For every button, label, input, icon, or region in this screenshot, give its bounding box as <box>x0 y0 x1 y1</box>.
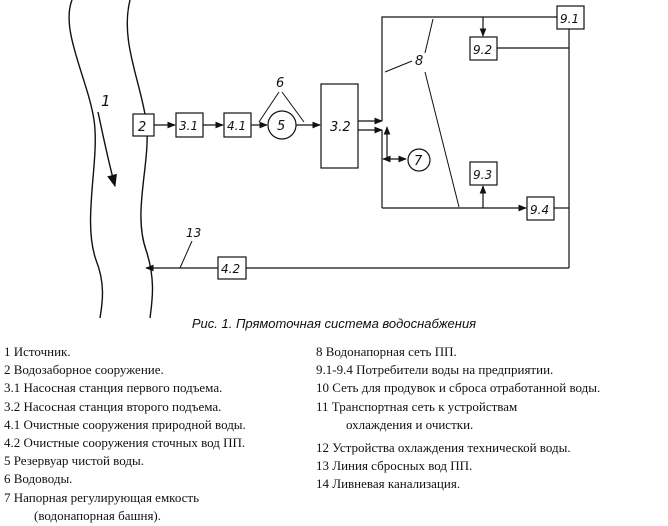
legend-item-text: 4.2 Очистные сооружения сточных вод ПП. <box>4 435 246 451</box>
legend-item: 3.1 Насосная станция первого подъема. <box>4 379 304 397</box>
leader-8-a <box>384 60 413 73</box>
legend-item-text: 3.1 Насосная станция первого подъема. <box>4 380 223 396</box>
label-pump-station-2: 3.2 <box>330 120 351 135</box>
label-treatment-wastewater: 4.2 <box>221 262 240 276</box>
river-bank-left <box>68 0 104 319</box>
leader-6-b <box>281 91 305 123</box>
legend-left: 1 Источник. 2 Водозаборное сооружение. 3.1… <box>4 343 304 525</box>
label-consumer-9-1: 9.1 <box>560 12 579 26</box>
node-pump-station-1 <box>175 112 204 138</box>
legend-item-text: 7 Напорная регулирующая емкость <box>4 489 200 505</box>
river-flow-arrow <box>97 111 117 188</box>
legend-item: 9.1-9.4 Потребители воды на предприятии. <box>316 361 666 379</box>
legend-item: 4.2 Очистные сооружения сточных вод ПП. <box>4 434 304 452</box>
legend-item-text: 14 Ливневая канализация. <box>316 476 461 492</box>
legend-item-text: 6 Водоводы. <box>4 471 73 487</box>
legend-item-text: 12 Устройства охлаждения технической вод… <box>316 440 571 456</box>
node-pump-station-2 <box>320 83 359 169</box>
legend-item-text: 3.2 Насосная станция второго подъема. <box>4 398 222 414</box>
legend-item: 11 Транспортная сеть к устройствам охлажд… <box>316 398 666 434</box>
legend-item: 10 Сеть для продувок и сброса отработанн… <box>316 379 666 397</box>
legend-item: 1 Источник. <box>4 343 304 361</box>
label-water-conduits: 6 <box>276 76 284 91</box>
legend-item-text: 13 Линия сбросных вод ПП. <box>316 458 473 474</box>
label-pump-station-1: 3.1 <box>179 119 198 133</box>
label-consumer-9-4: 9.4 <box>530 203 549 217</box>
legend-item-text: 8 Водонапорная сеть ПП. <box>316 344 457 359</box>
label-consumer-9-2: 9.2 <box>473 43 492 57</box>
label-water-intake: 2 <box>138 120 146 135</box>
label-consumer-9-3: 9.3 <box>473 168 492 182</box>
leader-6-a <box>258 91 280 123</box>
pressure-network-loop <box>381 16 557 121</box>
label-treatment-natural: 4.1 <box>227 119 246 133</box>
legend-item-continuation: (водонапорная башня). <box>34 507 161 523</box>
figure-caption: Рис. 1. Прямоточная система водоснабжени… <box>191 316 477 331</box>
legend-item: 5 Резервуар чистой воды. <box>4 452 304 470</box>
legend-item-text: 5 Резервуар чистой воды. <box>4 453 144 469</box>
legend-item: 3.2 Насосная станция второго подъема. <box>4 398 304 416</box>
legend-item: 2 Водозаборное сооружение. <box>4 361 304 379</box>
legend-item: 6 Водоводы. <box>4 470 304 488</box>
legend-item: 12 Устройства охлаждения технической вод… <box>316 439 666 457</box>
legend-item-text: 9.1-9.4 Потребители воды на предприятии. <box>316 362 554 378</box>
legend-item-text: 11 Транспортная сеть к устройствам <box>316 398 518 414</box>
water-supply-diagram: 1 2 3.1 4.1 5 6 3.2 7 9.1 9.2 9.3 9.4 <box>68 0 585 319</box>
legend-item: 8 Водонапорная сеть ПП. <box>316 343 666 361</box>
legend-item: 14 Ливневая канализация. <box>316 475 666 493</box>
legend-item-text: 2 Водозаборное сооружение. <box>4 362 164 378</box>
legend-item-text: 1 Источник. <box>4 344 71 359</box>
label-discharge-line: 13 <box>186 226 201 240</box>
node-consumer-9-3 <box>469 161 498 186</box>
leader-8-c <box>424 71 460 208</box>
legend-item-text: 4.1 Очистные сооружения природной воды. <box>4 416 246 432</box>
legend-item: 13 Линия сбросных вод ПП. <box>316 457 666 475</box>
leader-13 <box>179 240 193 269</box>
legend-right: 8 Водонапорная сеть ПП. 9.1-9.4 Потребите… <box>316 343 666 494</box>
legend-item: 7 Напорная регулирующая емкость (водонапо… <box>4 489 304 525</box>
node-water-tower <box>407 148 431 172</box>
label-clean-water-reservoir: 5 <box>277 119 285 134</box>
river-bank-right <box>126 0 154 319</box>
node-consumer-9-1 <box>556 5 585 30</box>
leader-8-b <box>424 18 434 54</box>
legend-item: 4.1 Очистные сооружения природной воды. <box>4 416 304 434</box>
legend-item-text: 10 Сеть для продувок и сброса отработанн… <box>316 380 601 396</box>
label-water-tower: 7 <box>414 154 423 169</box>
legend-item-continuation: охлаждения и очистки. <box>346 416 474 432</box>
label-pressure-network: 8 <box>415 54 423 69</box>
label-source: 1 <box>101 92 111 110</box>
